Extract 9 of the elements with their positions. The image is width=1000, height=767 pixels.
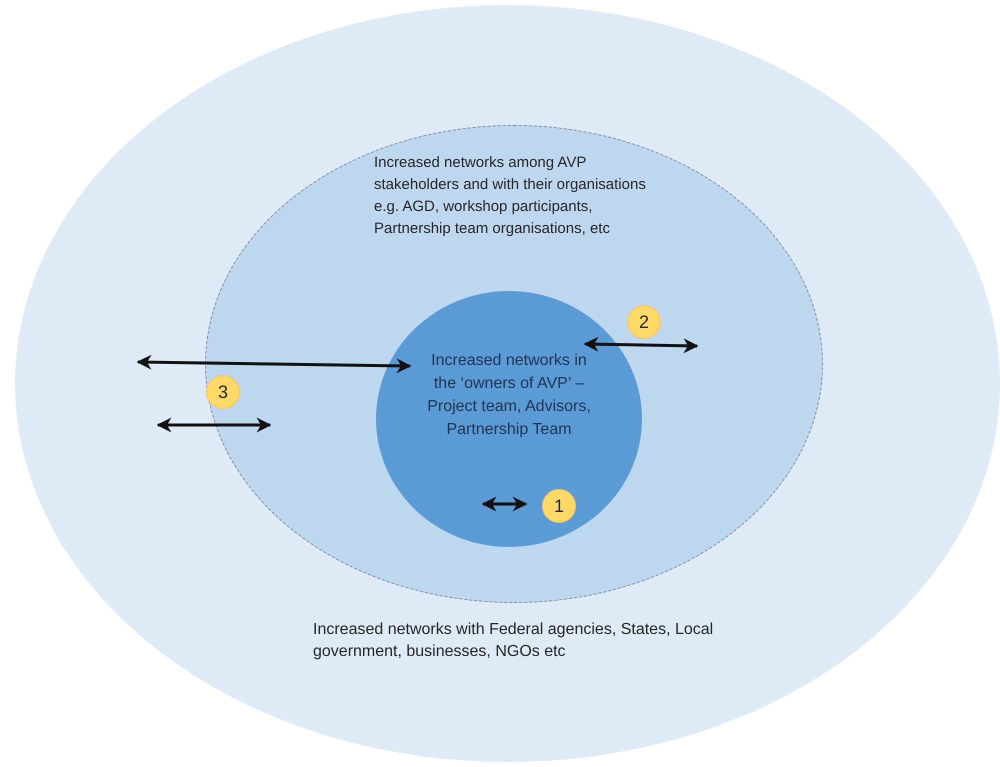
number-badge (627, 305, 661, 339)
callout-number: 2 (638, 310, 649, 334)
region-label: Increased networks with Federal agencies, States, Local government, businesses, NGOs etc (313, 620, 714, 662)
region-label: Increased networks among AVP stakeholders and with their organisations e.g. AGD, workshop participants, Partnership team organisations, etc (374, 153, 647, 239)
region-label: Increased networks in the ‘owners of AVP’ – Project team, Advisors, Partnership Team (426, 351, 592, 440)
number-badge (206, 375, 240, 409)
callout-number: 3 (218, 380, 228, 404)
number-badge (542, 489, 576, 523)
callout-number: 1 (554, 494, 564, 518)
